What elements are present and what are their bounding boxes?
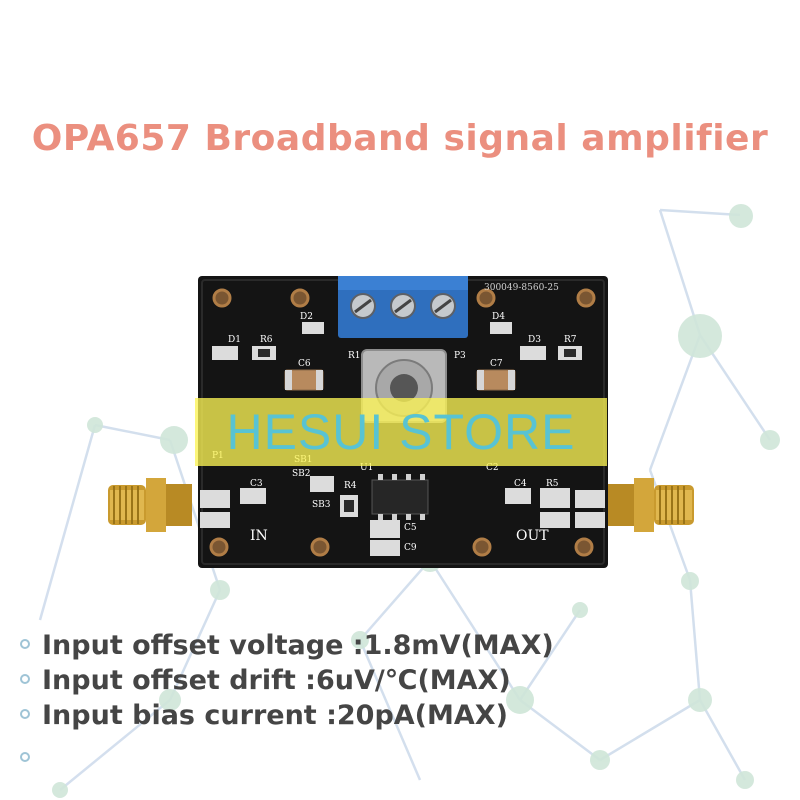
- svg-text:D1: D1: [228, 335, 241, 345]
- svg-text:D3: D3: [528, 335, 541, 345]
- bullet-icon: [20, 674, 30, 684]
- svg-text:P3: P3: [454, 351, 466, 361]
- svg-text:C9: C9: [404, 543, 417, 553]
- bullet-icon: [20, 709, 30, 719]
- svg-text:R4: R4: [344, 481, 357, 491]
- spec-item: Input offset drift :6uV/℃(MAX): [18, 663, 554, 698]
- svg-text:C2: C2: [486, 463, 499, 473]
- svg-text:C3: C3: [250, 479, 263, 489]
- page-title: OPA657 Broadband signal amplifier: [31, 118, 769, 159]
- svg-text:C7: C7: [490, 359, 503, 369]
- svg-text:D2: D2: [300, 312, 313, 322]
- spec-text: Input offset voltage :1.8mV(MAX): [42, 630, 554, 661]
- svg-text:D4: D4: [492, 312, 505, 322]
- svg-text:C4: C4: [514, 479, 527, 489]
- bullet-icon: [20, 639, 30, 649]
- spec-text: Input offset drift :6uV/℃(MAX): [42, 665, 511, 696]
- sma-connector-in: [108, 478, 192, 532]
- watermark-text: HESUI STORE: [226, 404, 576, 460]
- opa657-chip: [371, 479, 429, 515]
- board-label-out: OUT: [516, 528, 549, 544]
- svg-text:R5: R5: [546, 479, 559, 489]
- bullet-icon: [20, 752, 30, 762]
- svg-text:SB2: SB2: [292, 469, 311, 479]
- svg-text:R7: R7: [564, 335, 577, 345]
- svg-text:U1: U1: [360, 463, 373, 473]
- svg-text:300049-8560-25: 300049-8560-25: [484, 283, 559, 293]
- watermark-band: [195, 398, 607, 466]
- spec-text: Input bias current :20pA(MAX): [42, 700, 508, 731]
- spec-list: Input offset voltage :1.8mV(MAX) Input o…: [18, 628, 554, 733]
- svg-text:R1: R1: [348, 351, 361, 361]
- svg-text:R6: R6: [260, 335, 273, 345]
- spec-item: Input offset voltage :1.8mV(MAX): [18, 628, 554, 663]
- svg-text:C5: C5: [404, 523, 417, 533]
- board-label-in: IN: [250, 528, 268, 544]
- svg-text:C6: C6: [298, 359, 311, 369]
- sma-connector-out: [608, 478, 694, 532]
- svg-text:SB3: SB3: [312, 500, 331, 510]
- spec-item: Input bias current :20pA(MAX): [18, 698, 554, 733]
